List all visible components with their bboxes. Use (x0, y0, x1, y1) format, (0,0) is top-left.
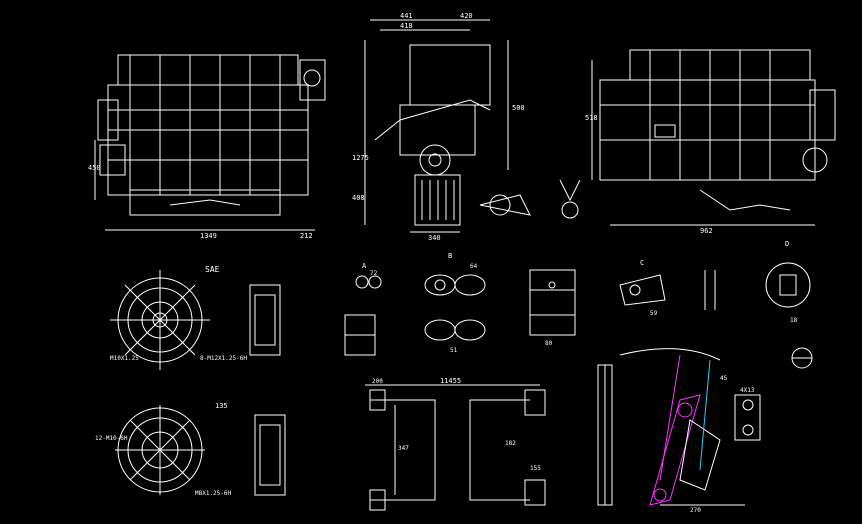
side-top-b: 420 (460, 12, 473, 20)
side-right-dim: 500 (512, 104, 525, 112)
detail-dim2: 64 (470, 263, 478, 270)
detail-d-label: D (785, 240, 789, 248)
bracket-lower-dim: 155 (530, 465, 541, 472)
flywheel-bottom-label-a: 12-M10-6H (95, 435, 128, 442)
side-bottom-dim: 340 (428, 234, 441, 242)
side-dim-c: 408 (352, 194, 365, 202)
bracket-mid-b: 182 (505, 440, 516, 447)
side-top-a: 441 (400, 12, 413, 20)
detail-dim5: 59 (650, 310, 658, 317)
side-dim-b: 1275 (352, 154, 369, 162)
engine-front-view: 1349 212 450 (88, 54, 326, 240)
flywheel-housing-top: SAE M10X1.25 8-M12X1.25-6H (110, 265, 281, 370)
side-dim-a: 418 (400, 22, 413, 30)
detail-dim1: 72 (370, 270, 378, 277)
bracket-top-dim: 11455 (440, 377, 461, 385)
engine-rear-view: 962 518 (585, 49, 836, 235)
detail-c-label: C (640, 259, 644, 267)
front-width-dim: 1349 (200, 232, 217, 240)
flywheel-top-label-b: 8-M12X1.25-6H (200, 355, 247, 362)
linkage-drawing: 4X13 45 270 (597, 348, 761, 514)
front-height-dim: 450 (88, 164, 101, 172)
flywheel-bottom-title: 135 (215, 402, 228, 410)
engine-side-view: 441 420 418 1275 408 340 500 (352, 12, 581, 242)
flywheel-top-title: SAE (205, 265, 220, 274)
link-bottom-dim: 270 (690, 507, 701, 514)
rear-width-dim: 962 (700, 227, 713, 235)
bracket-left-dim: 200 (372, 378, 383, 385)
flywheel-housing-bottom: 135 12-M10-6H M8X1.25-6H (95, 402, 286, 497)
detail-dim4: 80 (545, 340, 553, 347)
detail-a-label: A (362, 262, 367, 270)
detail-dim6: 18 (790, 317, 798, 324)
part-details-row: A 72 B 64 51 80 C 59 D 18 (344, 240, 813, 369)
link-label: 4X13 (740, 387, 755, 394)
flywheel-top-label-a: M10X1.25 (110, 355, 139, 362)
front-right-dim: 212 (300, 232, 313, 240)
link-angle: 45 (720, 375, 728, 382)
detail-b-label: B (448, 252, 452, 260)
bracket-drawing: 11455 200 347 182 155 (365, 377, 546, 511)
rear-height-dim: 518 (585, 114, 598, 122)
bracket-mid-a: 347 (398, 445, 409, 452)
detail-dim3: 51 (450, 347, 458, 354)
flywheel-bottom-label-b: M8X1.25-6H (195, 490, 232, 497)
